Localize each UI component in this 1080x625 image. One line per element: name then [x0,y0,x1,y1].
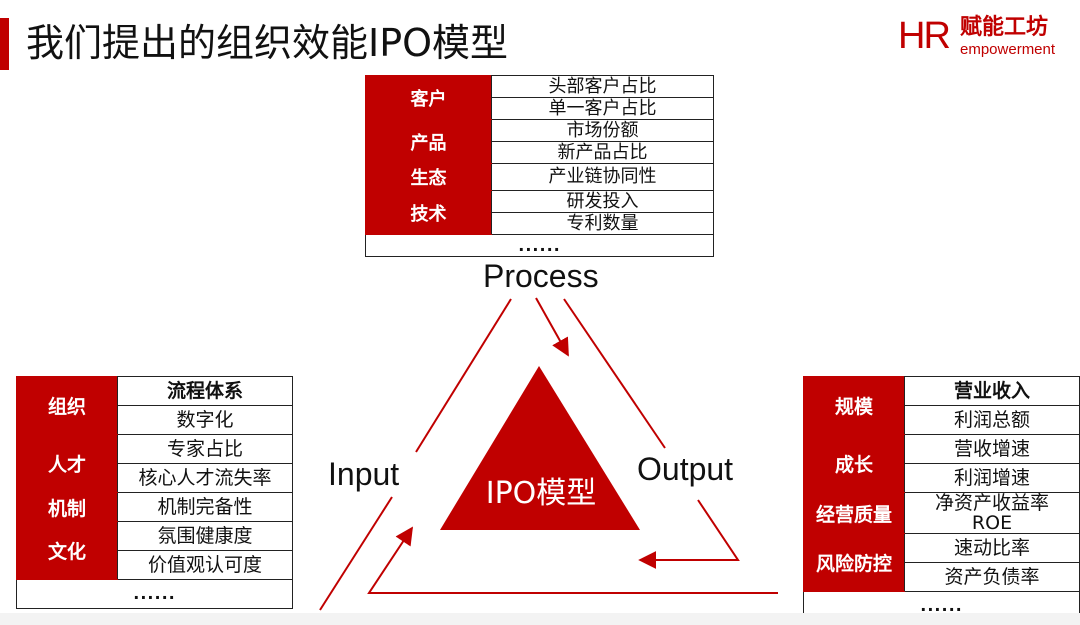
page-title: 我们提出的组织效能IPO模型 [26,21,509,65]
input-category: 文化 [16,521,118,580]
process-item: 研发投入 [491,190,714,213]
input-item: 价值观认可度 [117,550,293,580]
process-item: 单一客户占比 [491,97,714,120]
output-category: 风险防控 [803,533,905,592]
process-item: 产业链协同性 [491,163,714,191]
output-category: 经营质量 [803,492,905,534]
logo-name-en: empowerment [960,41,1056,58]
output-item: 利润增速 [904,463,1080,493]
input-category: 组织 [16,376,118,435]
output-item: 利润总额 [904,405,1080,435]
input-label: Input [328,456,400,492]
input-item: 核心人才流失率 [117,463,293,493]
output-item: 营业收入 [904,376,1080,406]
input-arrow-tail [319,496,393,611]
input-more: ...... [16,579,293,609]
brand-logo: HR 赋能工坊 empowerment [898,14,1068,62]
input-item: 机制完备性 [117,492,293,522]
process-more: ...... [365,234,714,257]
input-item: 流程体系 [117,376,293,406]
process-metrics-table: 客户 头部客户占比 单一客户占比 产品 市场份额 新产品占比 生态 产业链协同性… [365,75,714,257]
outer-right-edge [563,298,666,449]
logo-name-cn: 赋能工坊 [960,15,1049,40]
outer-left-edge [415,298,512,453]
process-item: 头部客户占比 [491,75,714,98]
input-metrics-table: 组织 流程体系 数字化 人才 专家占比 核心人才流失率 机制 机制完备性 文化 … [16,376,293,609]
process-item: 专利数量 [491,212,714,235]
input-item: 专家占比 [117,434,293,464]
output-item: 营收增速 [904,434,1080,464]
output-item: 资产负债率 [904,562,1080,592]
ipo-model-label: IPO模型 [485,476,597,511]
title-accent-bar [0,18,9,70]
output-metrics-table: 规模 营业收入 利润总额 成长 营收增速 利润增速 经营质量 净资产收益率 RO… [803,376,1080,621]
center-triangle [440,366,640,530]
input-category: 人才 [16,434,118,493]
input-item: 氛围健康度 [117,521,293,551]
input-category: 机制 [16,492,118,522]
logo-letters: HR [898,15,951,57]
output-arrow [638,499,740,569]
output-label: Output [637,451,734,487]
process-category: 生态 [365,163,492,191]
output-item: 速动比率 [904,533,1080,563]
output-category: 规模 [803,376,905,435]
process-category: 产品 [365,119,492,164]
process-item: 新产品占比 [491,141,714,164]
output-category: 成长 [803,434,905,493]
process-item: 市场份额 [491,119,714,142]
return-arrow [367,526,778,594]
slide-bottom-edge [0,613,1080,625]
output-item: 净资产收益率 ROE [904,492,1080,534]
process-category: 客户 [365,75,492,120]
input-item: 数字化 [117,405,293,435]
process-label: Process [483,258,599,294]
process-arrow [535,297,569,357]
process-category: 技术 [365,190,492,235]
